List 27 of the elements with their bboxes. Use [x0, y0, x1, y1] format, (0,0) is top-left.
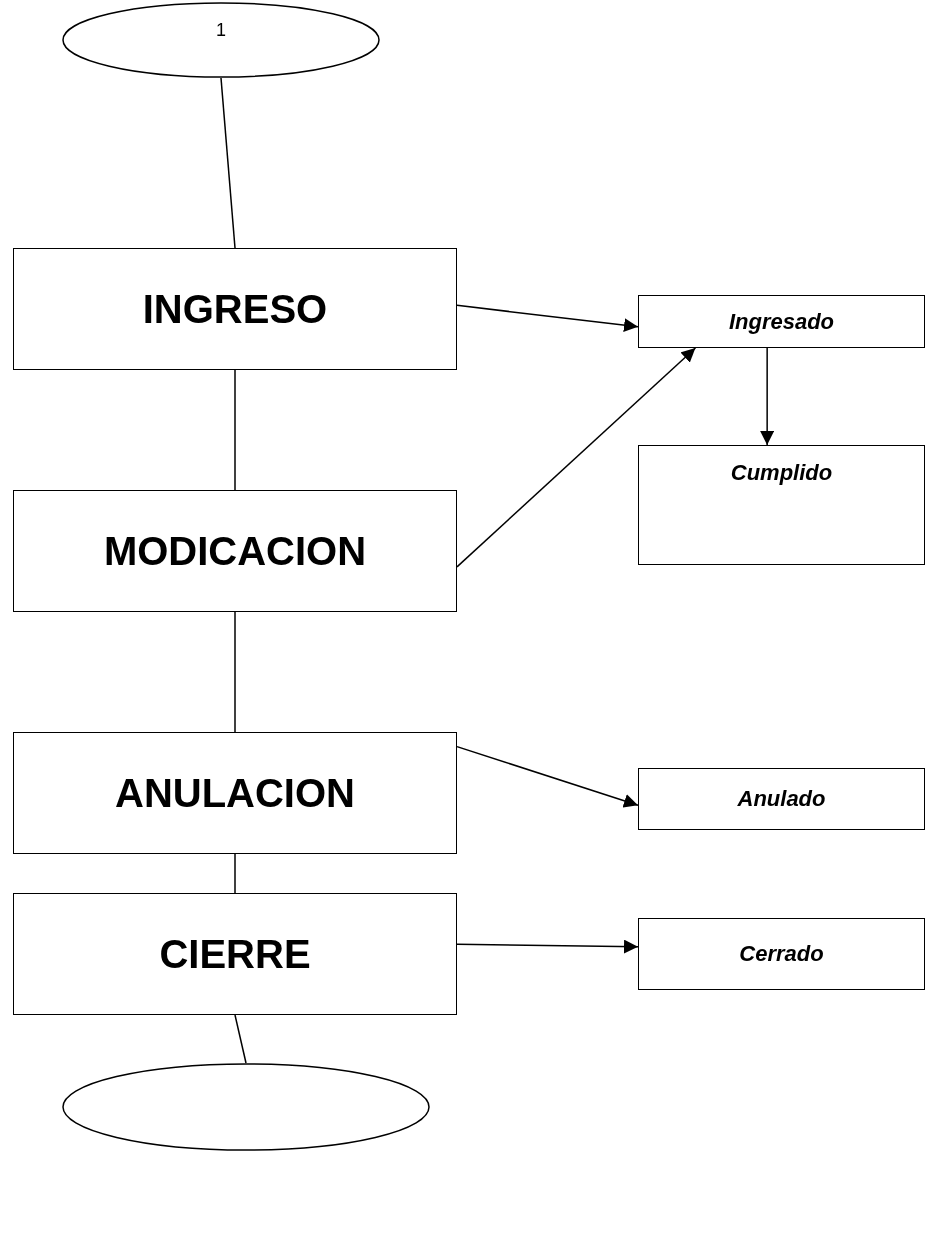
arrow — [456, 745, 639, 808]
process-label: MODICACION — [103, 528, 367, 574]
connector-line — [220, 77, 236, 249]
status-box — [638, 295, 925, 348]
status-box — [638, 445, 925, 565]
arrow — [456, 347, 697, 568]
status-label: Ingresado — [728, 308, 835, 335]
status-label: Cumplido — [730, 460, 833, 486]
process-label: CIERRE — [159, 931, 311, 977]
process-label: INGRESO — [142, 286, 328, 332]
process-box — [13, 893, 457, 1015]
arrow — [456, 304, 639, 333]
arrow — [456, 939, 639, 954]
status-label: Cerrado — [739, 941, 824, 967]
process-label: ANULACION — [115, 770, 355, 816]
status-box — [638, 918, 925, 990]
connector-line — [234, 1014, 247, 1064]
process-box — [13, 732, 457, 854]
terminal-label: 1 — [216, 20, 226, 41]
status-box — [638, 768, 925, 830]
connector-line — [234, 853, 236, 894]
connector-line — [234, 369, 236, 491]
connector-line — [234, 611, 236, 733]
arrow — [760, 347, 775, 446]
process-box — [13, 248, 457, 370]
status-label: Anulado — [737, 786, 826, 812]
process-box — [13, 490, 457, 612]
